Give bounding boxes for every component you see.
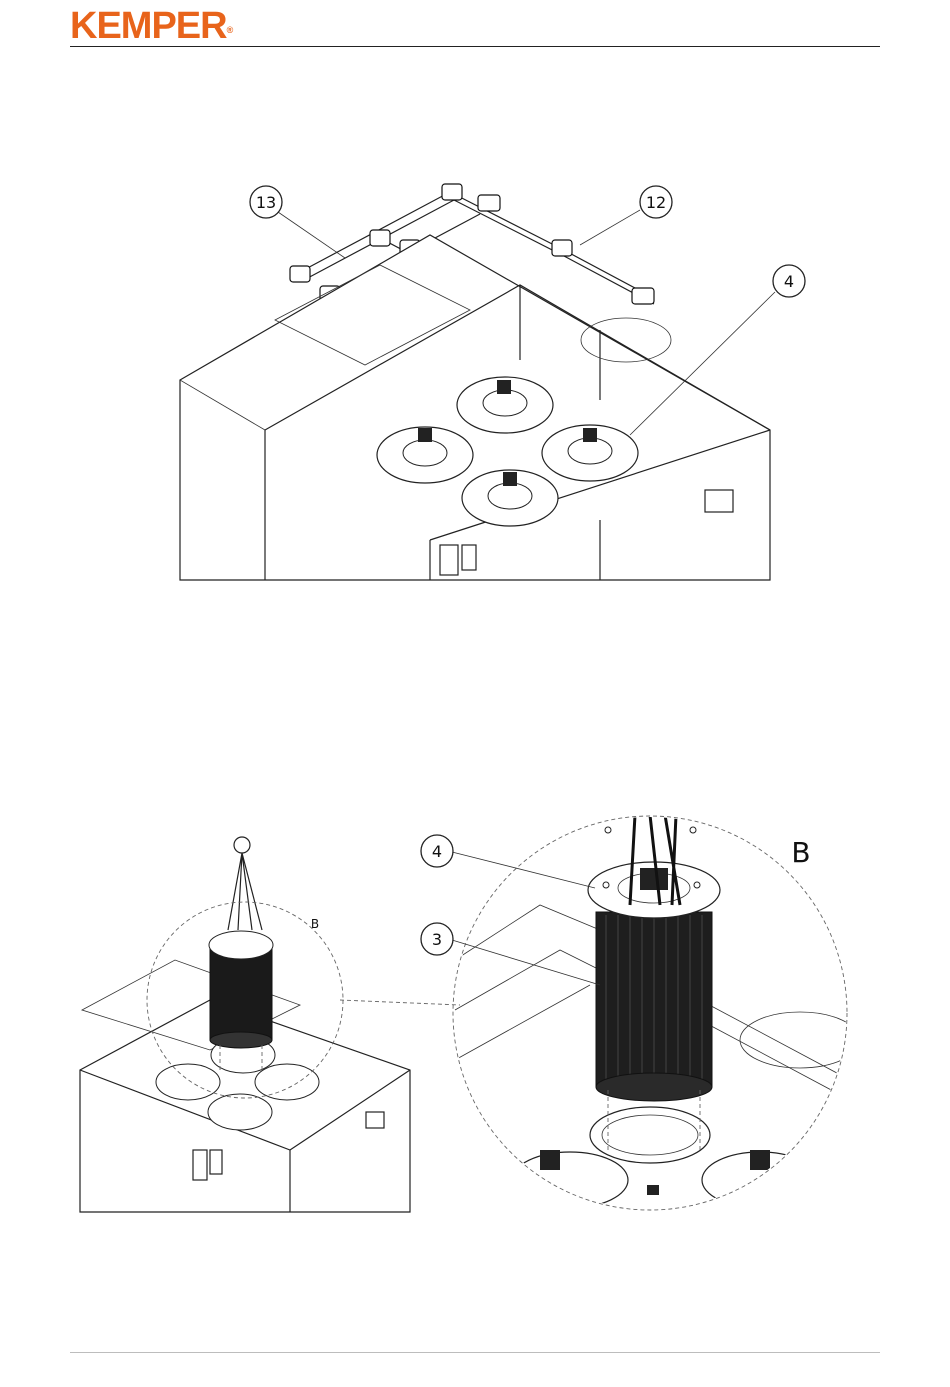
callout-13: 13 [250, 186, 282, 218]
svg-text:13: 13 [256, 193, 276, 212]
svg-text:4: 4 [784, 272, 794, 291]
svg-text:12: 12 [646, 193, 666, 212]
svg-text:3: 3 [432, 930, 442, 949]
callout-12: 12 [640, 186, 672, 218]
callout-4-detail: 4 [421, 835, 453, 867]
svg-text:4: 4 [432, 842, 442, 861]
housing-illustration [180, 235, 770, 580]
callout-3-detail: 3 [421, 923, 453, 955]
figure-top-assembly: 13 12 4 [0, 0, 950, 600]
detail-label-b-large: B [791, 836, 810, 869]
detail-label-b-small: B [311, 917, 319, 931]
detail-b-illustration [453, 815, 860, 1210]
callout-4: 4 [773, 265, 805, 297]
overview-unit-illustration [80, 837, 410, 1212]
footer-rule [70, 1352, 880, 1353]
